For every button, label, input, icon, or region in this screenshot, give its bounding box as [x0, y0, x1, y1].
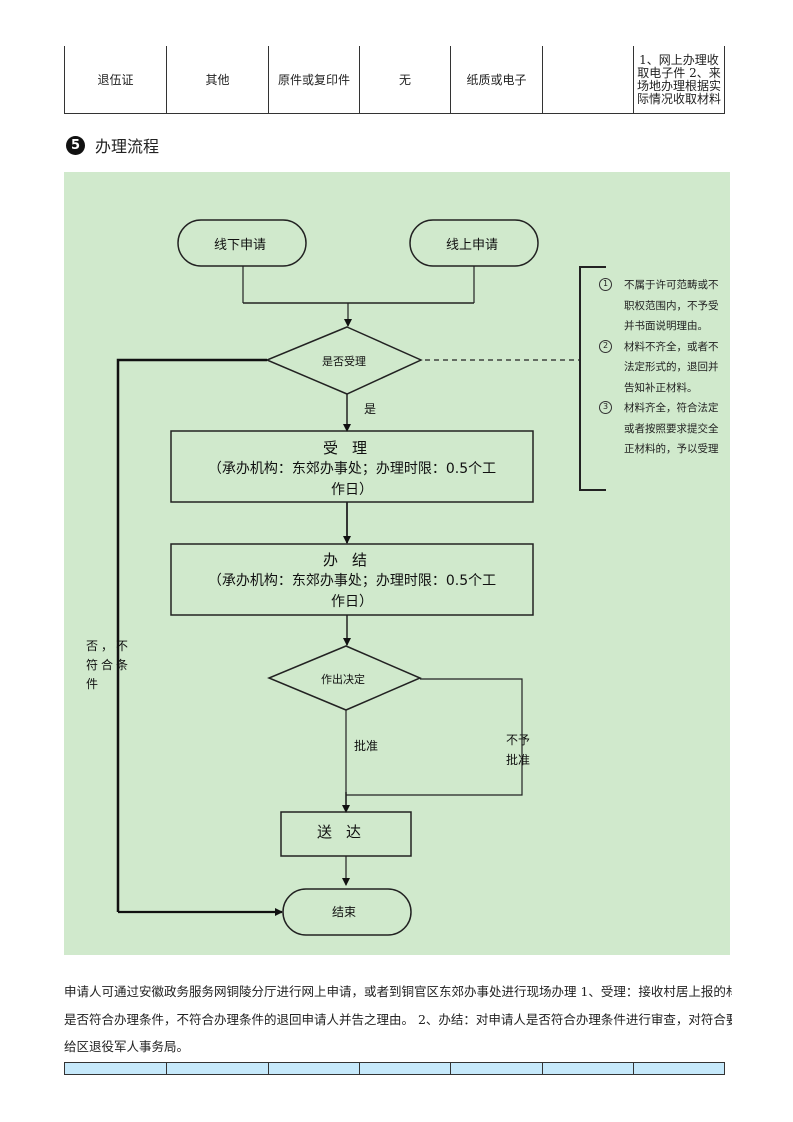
note-line: 告知补正材料。 [624, 381, 698, 394]
description-line: 是否符合办理条件，不符合办理条件的退回申请人并告之理由。 2、办结：对申请人是否… [64, 1011, 732, 1027]
header-cell [542, 1062, 634, 1075]
description-line: 申请人可通过安徽政务服务网铜陵分厅进行网上申请，或者到铜官区东郊办事处进行现场办… [64, 984, 732, 999]
section-title: 办理流程 [95, 137, 160, 156]
note-line: 材料齐全，符合法定 [624, 402, 719, 414]
reject-label-line: 符合条 [86, 658, 132, 672]
circled-number-icon: 2 [599, 339, 612, 353]
note-line: 法定形式的，退回并 [624, 361, 719, 373]
note-item: 3 材料齐全，符合法定 或者按照要求提交全 正材料的，予以受理 [599, 398, 719, 460]
notes-bracket [579, 266, 606, 491]
complete-box-detail: （承办机构：东郊办事处；办理时限：0.5个工 [207, 573, 497, 589]
reject-decision-path [346, 678, 523, 796]
header-cell [633, 1062, 725, 1075]
start-offline-label: 线下申请 [214, 238, 267, 253]
decision-decide-label: 作出决定 [321, 673, 365, 686]
decision-accept-label: 是否受理 [322, 355, 366, 368]
note-line: 职权范围内，不予受 [624, 299, 719, 312]
note-line: 正材料的，予以受理 [624, 443, 719, 455]
end-label: 结束 [332, 905, 357, 919]
accept-box-detail: （承办机构：东郊办事处；办理时限：0.5个工 [207, 461, 497, 477]
section-number-badge: 5 [66, 135, 85, 155]
acceptance-notes: 1 不属于许可范畴或不 职权范围内，不予受 并书面说明理由。 2 材料不齐全，或… [599, 275, 719, 460]
start-online-label: 线上申请 [446, 238, 499, 253]
table-cell-material-name: 退伍证 [64, 46, 167, 114]
table-row: 退伍证 其他 原件或复印件 无 纸质或电子 1、网上办理收取电子件 2、来场地办… [64, 46, 725, 114]
reject-label: 否，不 符合条 件 [86, 637, 131, 694]
complete-box-title: 办结 [322, 551, 381, 569]
flowchart-panel: 线下申请 线上申请 是否受理 是 受理 （承办机构：东郊办事处；办理时限：0.5… [64, 172, 730, 955]
complete-box-text: 办结 （承办机构：东郊办事处；办理时限：0.5个工 作日） [171, 550, 533, 613]
reject-decision-label-line: 批准 [506, 753, 531, 767]
table-cell-copies: 无 [359, 46, 451, 114]
process-description: 申请人可通过安徽政务服务网铜陵分厅进行网上申请，或者到铜官区东郊办事处进行现场办… [64, 978, 732, 1061]
table-cell-note: 1、网上办理收取电子件 2、来场地办理根据实际情况收取材料 [633, 46, 725, 114]
end-terminal [282, 888, 412, 936]
accept-box-text: 受理 （承办机构：东郊办事处；办理时限：0.5个工 作日） [171, 438, 533, 501]
reject-label-line: 否，不 [86, 639, 132, 653]
table-cell-empty [542, 46, 634, 114]
start-offline-terminal [177, 219, 307, 267]
header-cell [64, 1062, 167, 1075]
approve-label: 批准 [354, 739, 379, 753]
table-cell-form: 原件或复印件 [268, 46, 360, 114]
reject-decision-label: 不予 批准 [506, 730, 530, 770]
materials-table: 退伍证 其他 原件或复印件 无 纸质或电子 1、网上办理收取电子件 2、来场地办… [64, 46, 725, 114]
deliver-label: 送达 [316, 823, 375, 841]
header-cell [166, 1062, 269, 1075]
next-table-header [64, 1062, 725, 1075]
circled-number-icon: 3 [599, 401, 612, 414]
reject-path [116, 358, 267, 912]
reject-decision-label-line: 不予 [506, 733, 531, 747]
accept-box [170, 430, 534, 503]
table-header-row [64, 1062, 725, 1075]
complete-box [170, 543, 534, 616]
description-line: 给区退役军人事务局。 [64, 1039, 190, 1054]
note-item: 1 不属于许可范畴或不 职权范围内，不予受 并书面说明理由。 [599, 275, 719, 337]
table-cell-type: 其他 [166, 46, 269, 114]
note-line: 材料不齐全，或者不 [624, 340, 719, 353]
flowchart-svg [116, 219, 606, 936]
complete-box-detail-cont: 作日） [331, 594, 373, 610]
accept-box-detail-cont: 作日） [331, 482, 373, 498]
header-cell [268, 1062, 360, 1075]
circled-number-icon: 1 [599, 278, 612, 291]
header-cell [359, 1062, 451, 1075]
yes-label: 是 [364, 402, 377, 416]
note-line: 或者按照要求提交全 [624, 422, 719, 435]
section-heading: 5 办理流程 [66, 133, 159, 157]
note-line: 不属于许可范畴或不 [624, 279, 719, 291]
note-item: 2 材料不齐全，或者不 法定形式的，退回并 告知补正材料。 [599, 337, 719, 399]
header-cell [450, 1062, 543, 1075]
note-line: 并书面说明理由。 [624, 320, 708, 332]
table-cell-medium: 纸质或电子 [450, 46, 543, 114]
accept-box-title: 受理 [322, 439, 381, 457]
reject-label-line: 件 [86, 677, 102, 691]
